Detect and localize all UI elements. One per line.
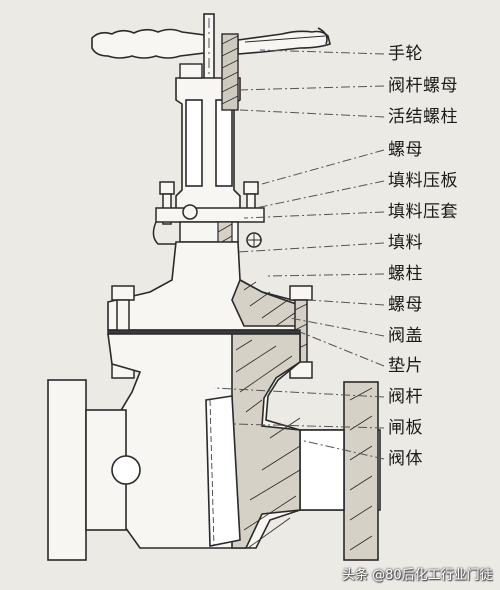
stem-nut-drawing [179,33,239,111]
label-gland-bush: 填料压套 [388,202,458,222]
label-packing: 填料 [388,233,423,253]
label-gate: 闸板 [388,418,423,438]
label-bonnet-nut: 螺母 [388,295,423,315]
label-stem: 阀杆 [388,387,423,407]
leader-lines [213,49,385,460]
label-bonnet: 阀盖 [388,326,423,346]
gland-drawing [152,181,265,248]
label-handwheel: 手轮 [388,44,423,64]
label-gasket: 垫片 [388,356,423,376]
watermark: 头条 @80后化工行业门徒 [342,568,493,583]
label-swing-bolt: 活结螺柱 [388,107,458,127]
label-stud: 螺柱 [388,264,423,284]
label-body: 阀体 [388,449,423,469]
label-stem-nut: 阀杆螺母 [388,76,458,96]
gate-drawing [205,395,241,547]
yoke-drawing [175,77,241,213]
label-gland-nut: 螺母 [388,140,423,160]
label-gland-flange: 填料压板 [388,171,458,191]
